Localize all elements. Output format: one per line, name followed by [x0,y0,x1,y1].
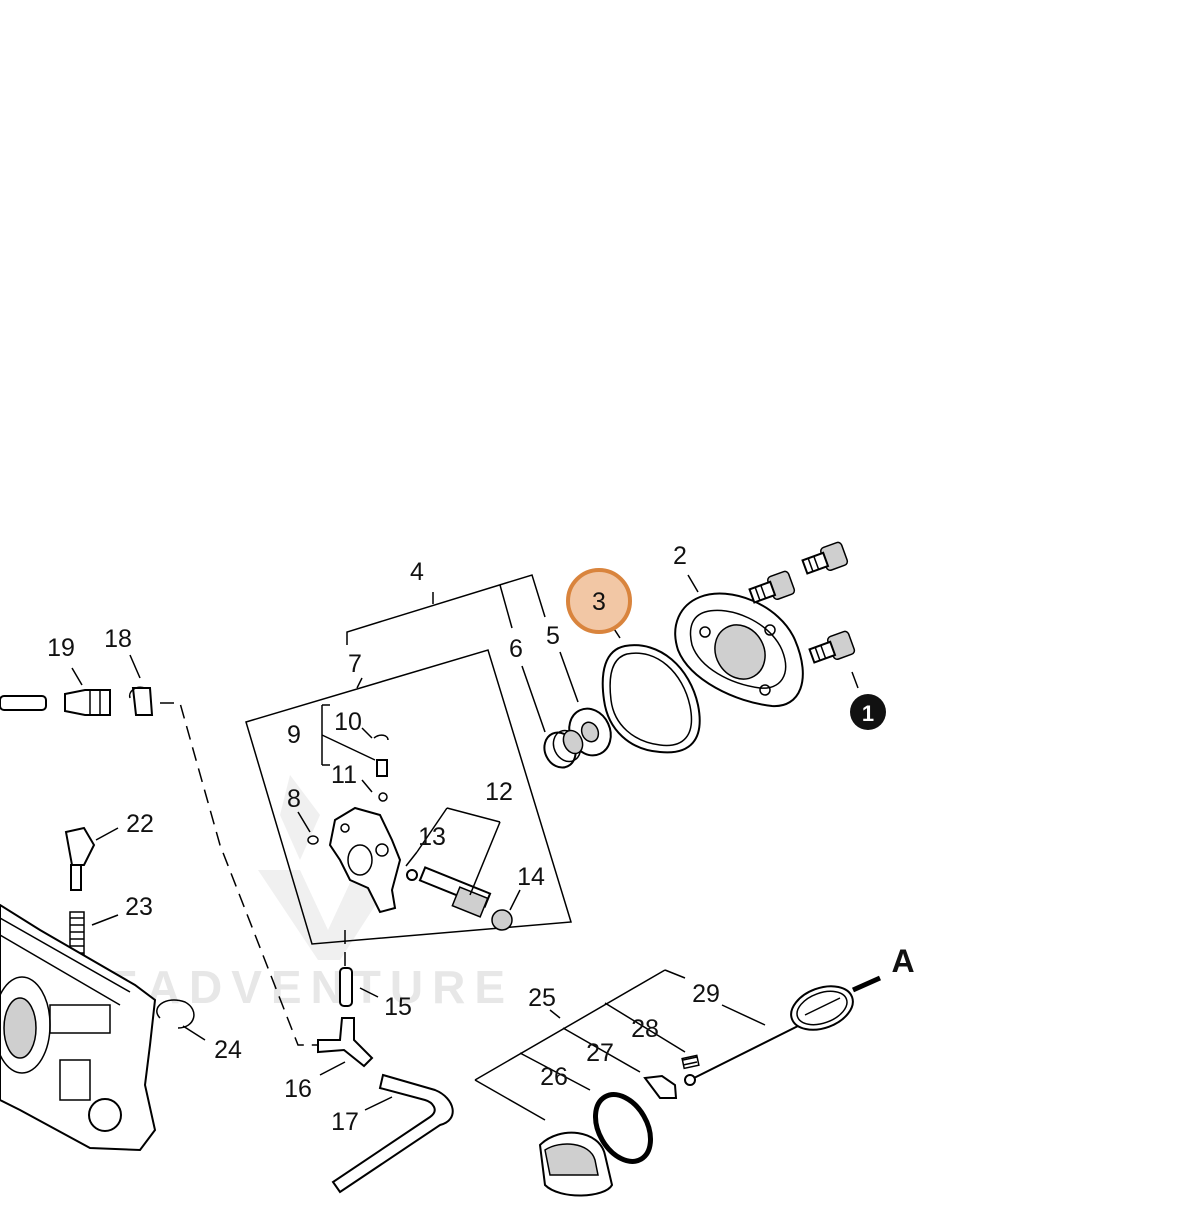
assembly-brackets [245,574,572,945]
callout-5: 5 [546,622,560,650]
callout-labels: 2 4 5 6 7 8 9 10 11 12 13 14 15 16 17 18… [47,542,914,1136]
callout-lines-25-29 [474,969,766,1121]
part-29-strainer [643,985,854,1099]
part-8-ring [307,835,319,845]
callout-9: 9 [287,721,301,749]
callout-12: 12 [485,778,513,806]
part-2-cover-plate [674,592,804,708]
callout-15: 15 [384,993,412,1021]
callout-18: 18 [104,625,132,653]
part-15-tube [339,967,353,1007]
callout-7: 7 [348,650,362,678]
callout-27: 27 [586,1039,614,1067]
marker-1-label: 1 [862,701,874,726]
marker-1-circle [850,694,886,730]
highlight-circle [566,568,632,634]
part-22-valve [64,826,96,891]
callout-17: 17 [331,1108,359,1136]
callout-2: 2 [673,542,687,570]
part-17-hose [331,1073,454,1194]
callout-16: 16 [284,1075,312,1103]
callout-8: 8 [287,785,301,813]
callout-25: 25 [528,984,556,1012]
callout-28: 28 [631,1015,659,1043]
part-18-clip [128,686,154,716]
part-27-o-ring [593,1092,653,1164]
part-6-spring [543,729,584,769]
bolts [748,541,856,664]
callout-23: 23 [125,893,153,921]
part-26-oil-cap [538,1131,614,1197]
part-3-gasket [601,644,701,754]
callout-11: 11 [331,761,357,789]
callout-4: 4 [410,558,424,586]
callout-14: 14 [517,863,545,891]
marker-1: 1 [850,694,886,730]
part-19-nozzle [0,689,111,716]
callout-22: 22 [126,810,154,838]
callout-13: 13 [418,823,446,851]
callout-26: 26 [540,1063,568,1091]
part-13-pin [406,869,418,881]
callout-19: 19 [47,634,75,662]
part-24-circlip [156,999,195,1029]
part-28-screw [681,1054,700,1070]
crankcase-housing [0,903,157,1152]
parts-10-11 [373,734,389,802]
part-7-oil-pump [328,806,402,914]
callout-29: 29 [692,980,720,1008]
callout-24: 24 [214,1036,242,1064]
part-16-tee [317,1017,374,1068]
callout-3-label: 3 [592,588,606,616]
part-14-cap [491,909,513,931]
callout-6: 6 [509,635,523,663]
part-12-worm-gear [418,866,492,918]
highlight-callout-3[interactable]: 3 [566,568,632,634]
callout-10: 10 [334,708,362,736]
view-letter-a: A [891,943,914,979]
